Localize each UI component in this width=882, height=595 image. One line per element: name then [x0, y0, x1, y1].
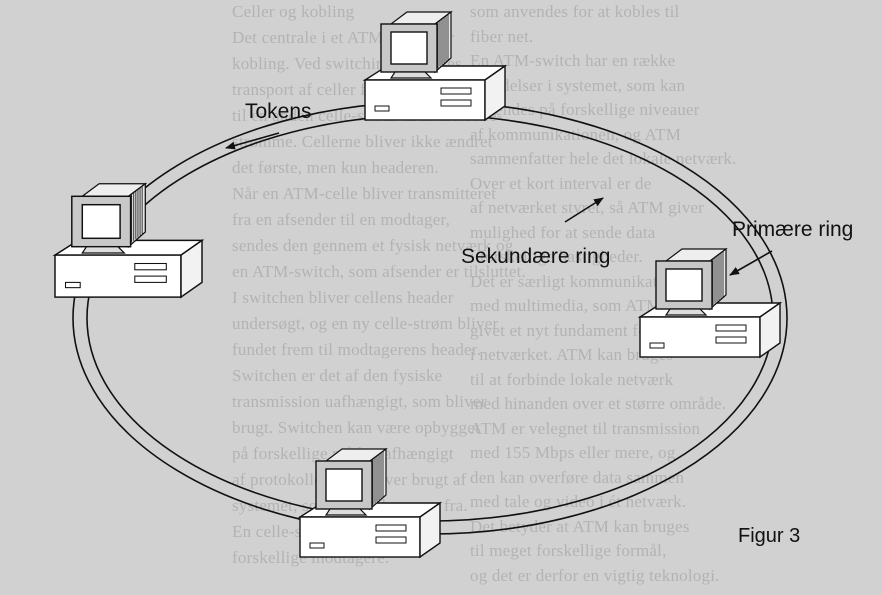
primary-ring-label: Primære ring	[732, 218, 854, 241]
computer-bottom	[297, 447, 443, 559]
primary-ring-arrow	[729, 250, 773, 276]
secondary-ring-arrow	[564, 197, 604, 223]
computer-right	[637, 247, 783, 359]
figure-caption: Figur 3	[738, 525, 801, 547]
secondary-ring-label: Sekundære ring	[461, 245, 611, 268]
tokens-arrow	[225, 132, 280, 150]
tokens-label: Tokens	[245, 100, 312, 123]
computer-top	[362, 10, 508, 122]
computer-left	[52, 182, 205, 299]
